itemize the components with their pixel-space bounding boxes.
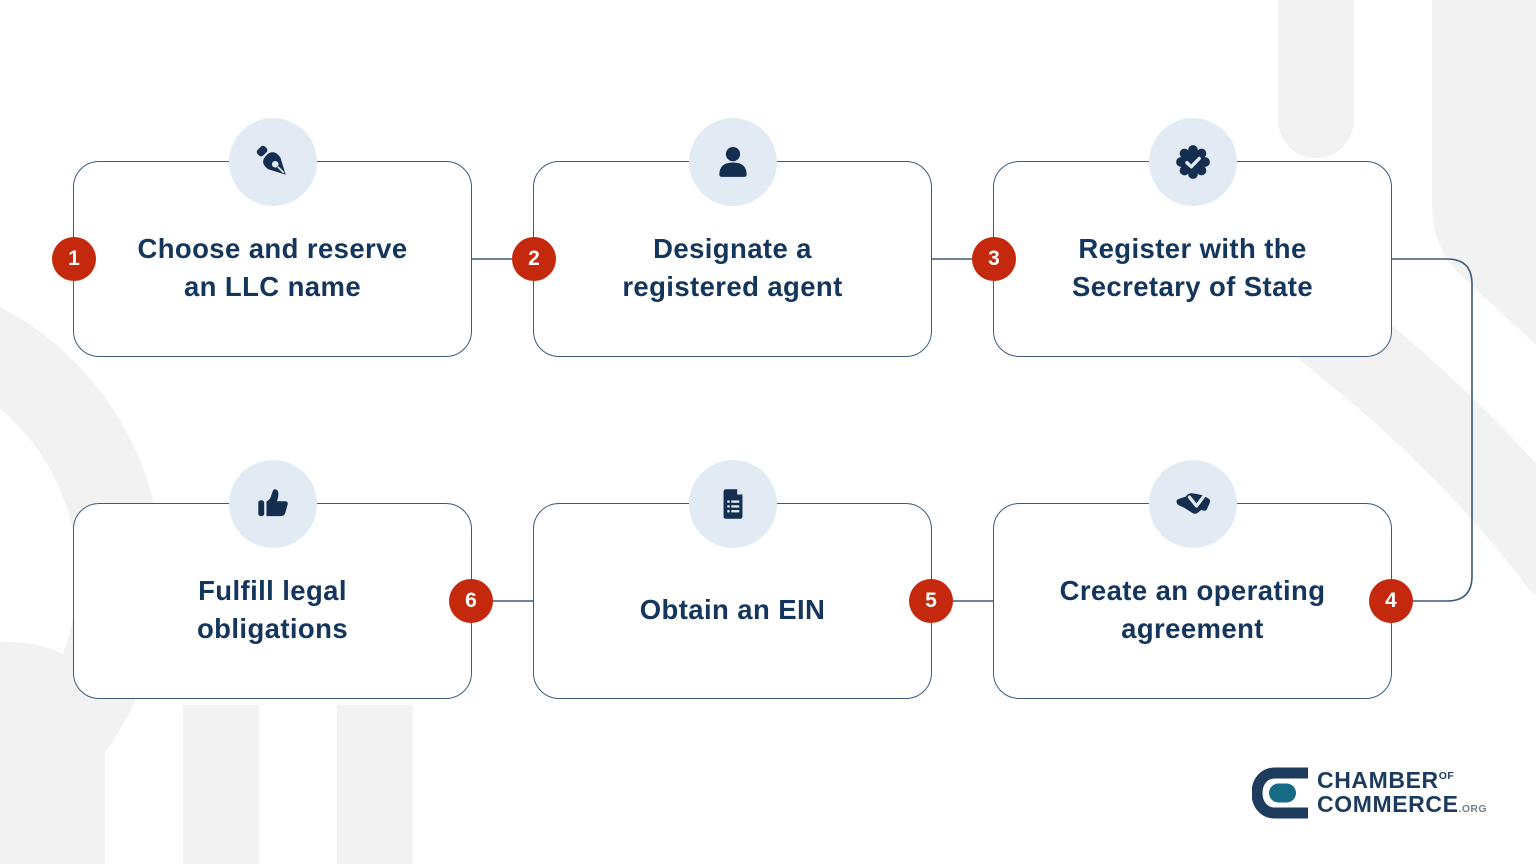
step-1-title: Choose and reserve an LLC name: [137, 233, 408, 302]
watermark-bar-bottom-left-1: [183, 705, 259, 864]
step-5-badge: 5: [909, 579, 953, 623]
step-card-2: Designate a registered agent 2: [512, 118, 932, 357]
step-card-1: Choose and reserve an LLC name 1: [52, 118, 472, 357]
chamber-logo-text: CHAMBER OF COMMERCE .ORG: [1317, 767, 1487, 817]
step-3-icon-circle: [1148, 118, 1237, 206]
seal-check-icon: [1175, 145, 1210, 179]
step-3-title: Register with the Secretary of State: [1071, 233, 1314, 302]
step-1-badge: 1: [52, 237, 96, 281]
watermark-bar-bottom-left-2: [337, 705, 413, 864]
step-2-icon-circle: [688, 118, 777, 206]
watermark-blob-top-right: [1432, 0, 1536, 345]
step-card-4: Create an operating agreement 4: [993, 460, 1413, 699]
step-card-5: Obtain an EIN 5: [533, 460, 953, 699]
step-4-icon-circle: [1148, 460, 1237, 548]
thumbs-up-icon: [257, 489, 288, 517]
document-icon: [723, 489, 742, 519]
chamber-c-mark-icon: [1252, 767, 1308, 819]
connector-step3-step4: [1392, 258, 1473, 602]
step-1-icon-circle: [228, 118, 317, 206]
step-5-title: Obtain an EIN: [639, 594, 826, 626]
step-2-badge: 2: [512, 237, 556, 281]
step-5-icon-circle: [688, 460, 777, 548]
step-6-title: Fulfill legal obligations: [196, 575, 349, 644]
logo-line2: COMMERCE: [1317, 791, 1459, 817]
step-4-title: Create an operating agreement: [1059, 575, 1326, 644]
logo-line2-suffix: .ORG: [1458, 803, 1487, 815]
pen-nib-icon: [256, 145, 286, 175]
logo-line1-suffix: OF: [1438, 770, 1455, 783]
step-4-badge: 4: [1369, 579, 1413, 623]
step-card-6: Fulfill legal obligations 6: [73, 460, 493, 699]
chamber-of-commerce-logo: CHAMBER OF COMMERCE .ORG: [1252, 766, 1487, 820]
watermark-bar-top-right: [1278, 0, 1354, 158]
handshake-icon: [1176, 493, 1210, 514]
step-2-title: Designate a registered agent: [622, 233, 843, 302]
step-3-badge: 3: [972, 237, 1016, 281]
logo-line1: CHAMBER: [1317, 767, 1439, 794]
step-card-3: Register with the Secretary of State 3: [972, 118, 1392, 357]
step-6-badge: 6: [449, 579, 493, 623]
step-6-icon-circle: [228, 460, 317, 548]
user-icon: [718, 146, 747, 177]
